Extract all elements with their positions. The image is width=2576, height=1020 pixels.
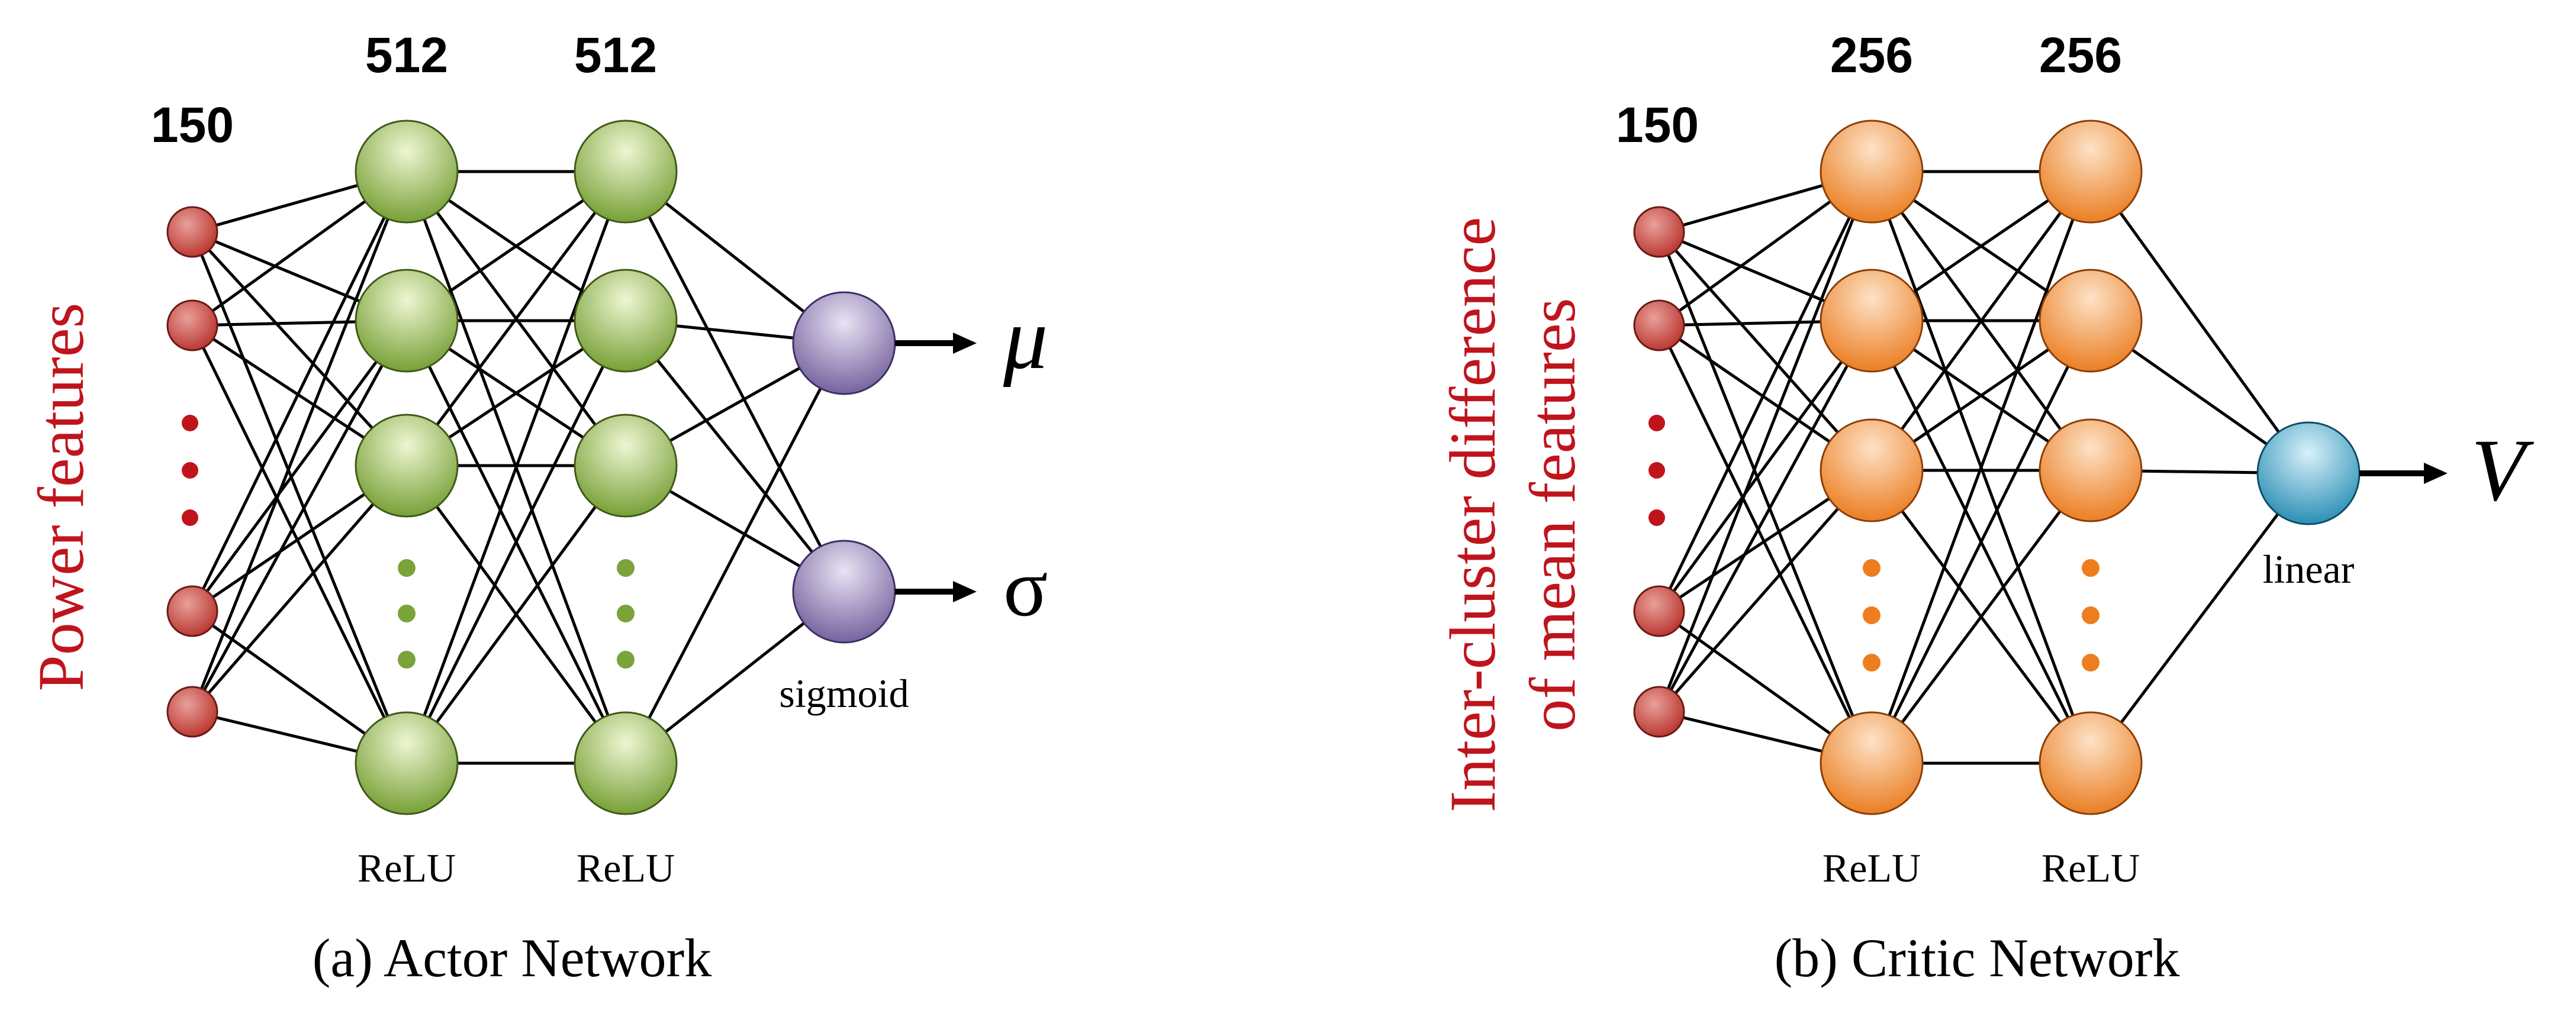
- actor-input-ellipsis: [182, 415, 198, 526]
- connection-line: [1657, 171, 1873, 712]
- critic-hidden-layer-2: [2039, 120, 2143, 815]
- connection-line: [191, 324, 408, 764]
- actor-input-node: [166, 686, 218, 738]
- actor-hidden2-node: [574, 414, 678, 518]
- critic-hidden2-node: [2039, 418, 2143, 522]
- connection-line: [191, 231, 408, 467]
- critic-connections: [1657, 170, 2310, 765]
- actor-output-layer: [792, 291, 896, 644]
- actor-hidden2-node: [574, 269, 678, 373]
- critic-hidden1-count: 256: [1830, 27, 1913, 83]
- actor-input-node: [166, 299, 218, 351]
- connection-line: [1870, 469, 2092, 764]
- critic-input-ellipsis: [1648, 415, 1665, 526]
- connection-line: [624, 170, 846, 593]
- actor-hidden2-node: [574, 711, 678, 815]
- connection-line: [405, 170, 627, 467]
- connection-line: [191, 464, 408, 713]
- actor-hidden1-activation: ReLU: [358, 845, 456, 890]
- actor-hidden2-ellipsis: [617, 559, 635, 669]
- critic-hidden2-activation: ReLU: [2042, 845, 2140, 890]
- actor-network: Power features 150 512 512: [25, 27, 1048, 988]
- critic-hidden2-count: 256: [2039, 27, 2122, 83]
- critic-input-node: [1633, 206, 1685, 258]
- actor-hidden2-count: 512: [574, 27, 657, 83]
- critic-output-node-v: [2256, 421, 2361, 525]
- actor-hidden2-node: [574, 120, 678, 224]
- actor-input-layer: [166, 206, 218, 738]
- critic-input-layer: [1633, 206, 1685, 738]
- connection-line: [1657, 324, 1873, 764]
- actor-hidden-layer-2: [574, 120, 678, 815]
- critic-input-node: [1633, 585, 1685, 637]
- actor-output-activation: sigmoid: [779, 671, 909, 716]
- connection-line: [191, 170, 408, 612]
- actor-caption: (a) Actor Network: [313, 928, 711, 988]
- connection-line: [1870, 171, 2092, 764]
- actor-hidden1-node: [355, 414, 459, 518]
- actor-output-node-sigma: [792, 540, 896, 644]
- critic-output-arrow-v: [2359, 463, 2448, 484]
- connection-line: [624, 319, 845, 593]
- critic-side-label-line2: of mean features: [1516, 298, 1589, 732]
- connection-line: [405, 319, 627, 764]
- connection-line: [1657, 231, 1873, 764]
- actor-hidden1-ellipsis: [398, 559, 416, 669]
- actor-hidden1-node: [355, 269, 459, 373]
- critic-hidden2-node: [2039, 711, 2143, 815]
- critic-hidden1-node: [1820, 269, 1924, 373]
- connection-line: [624, 342, 846, 764]
- actor-output-mu-label: μ: [1003, 289, 1048, 388]
- critic-hidden-layer-1: [1820, 120, 1924, 815]
- critic-network: Inter-cluster difference of mean feature…: [1437, 27, 2535, 988]
- connection-line: [405, 464, 627, 764]
- critic-hidden1-node: [1820, 711, 1924, 815]
- actor-input-node: [166, 206, 218, 258]
- critic-hidden2-ellipsis: [2082, 559, 2100, 672]
- actor-hidden1-node: [355, 120, 459, 224]
- actor-hidden1-node: [355, 711, 459, 815]
- critic-input-node: [1633, 686, 1685, 738]
- critic-hidden1-node: [1820, 120, 1924, 224]
- actor-side-label: Power features: [25, 303, 97, 692]
- actor-hidden1-count: 512: [365, 27, 448, 83]
- critic-output-v-label: V: [2471, 421, 2535, 519]
- connection-line: [191, 319, 408, 612]
- connection-line: [191, 231, 408, 764]
- actor-output-arrow-sigma: [895, 581, 977, 602]
- critic-input-node: [1633, 299, 1685, 351]
- critic-hidden1-node: [1820, 418, 1924, 522]
- connection-line: [191, 171, 408, 712]
- connection-line: [405, 171, 627, 764]
- connection-line: [1657, 170, 1873, 612]
- connection-line: [1658, 469, 1873, 713]
- actor-input-count: 150: [151, 97, 234, 153]
- connection-line: [1870, 170, 2092, 472]
- connection-line: [2089, 170, 2310, 475]
- critic-input-count: 150: [1616, 97, 1699, 153]
- actor-hidden-layer-1: [355, 120, 459, 815]
- critic-output-activation: linear: [2263, 547, 2355, 592]
- critic-hidden2-node: [2039, 269, 2143, 373]
- critic-caption: (b) Critic Network: [1775, 928, 2180, 988]
- connection-line: [1657, 319, 1873, 612]
- connection-line: [1870, 319, 2092, 764]
- actor-hidden2-activation: ReLU: [577, 845, 675, 890]
- critic-hidden1-ellipsis: [1863, 559, 1881, 672]
- critic-hidden2-node: [2039, 120, 2143, 224]
- critic-hidden1-activation: ReLU: [1822, 845, 1921, 890]
- connection-line: [1657, 319, 1873, 713]
- connection-line: [191, 319, 408, 713]
- connection-line: [1658, 231, 1873, 472]
- actor-output-sigma-label: σ: [1003, 542, 1048, 634]
- actor-output-arrow-mu: [895, 333, 977, 354]
- actor-connections: [191, 170, 846, 765]
- critic-side-label-line1: Inter-cluster difference: [1437, 217, 1509, 813]
- actor-input-node: [166, 585, 218, 637]
- actor-output-node-mu: [792, 291, 896, 395]
- connection-line: [2089, 472, 2310, 764]
